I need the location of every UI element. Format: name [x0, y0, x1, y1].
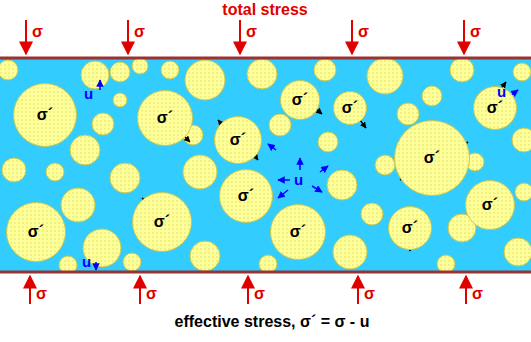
pore-pressure-label: u [84, 86, 93, 101]
effective-stress-label: σ´ [473, 86, 517, 130]
soil-grain: σ´ [333, 91, 367, 125]
total-stress-label: σ [470, 24, 481, 40]
effective-stress-label: σ´ [13, 83, 77, 147]
total-stress-label: σ [134, 24, 145, 40]
effective-stress-label: σ´ [219, 169, 273, 223]
total-stress-label: σ [364, 286, 375, 302]
soil-grain: σ´ [465, 180, 515, 230]
effective-stress-label: σ´ [280, 80, 320, 120]
top-boundary [0, 57, 531, 60]
pore-pressure-label: u [294, 172, 303, 187]
effective-stress-label: σ´ [465, 180, 515, 230]
soil-grains [0, 58, 531, 272]
pore-pressure-label: u [82, 254, 91, 269]
effective-stress-label: σ´ [137, 90, 193, 146]
soil-grain: σ´ [13, 83, 77, 147]
soil-grain: σ´ [214, 116, 262, 164]
total-stress-label: σ [146, 286, 157, 302]
effective-stress-label: σ´ [333, 91, 367, 125]
soil-grain: σ´ [270, 204, 326, 260]
pore-pressure-arrows [96, 80, 518, 270]
effective-stress-label: σ´ [394, 120, 470, 196]
total-stress-label: σ [358, 24, 369, 40]
soil-grain: σ´ [394, 120, 470, 196]
soil-grain: σ´ [388, 206, 432, 250]
total-stress-label: σ [254, 286, 265, 302]
contact-force-arrows [35, 82, 506, 260]
pore-pressure-label: u [497, 84, 506, 99]
effective-stress-label: σ´ [388, 206, 432, 250]
soil-grain: σ´ [132, 192, 192, 252]
title: total stress [222, 2, 307, 18]
bottom-boundary [0, 271, 531, 274]
effective-stress-label: σ´ [270, 204, 326, 260]
soil-grain: σ´ [6, 202, 66, 262]
total-stress-label: σ [32, 24, 43, 40]
effective-stress-label: σ´ [6, 202, 66, 262]
soil-grain: σ´ [219, 169, 273, 223]
effective-stress-label: σ´ [132, 192, 192, 252]
pore-water [0, 58, 531, 272]
soil-grain: σ´ [280, 80, 320, 120]
soil-grain: σ´ [473, 86, 517, 130]
total-stress-label: σ [472, 286, 483, 302]
soil-grain: σ´ [137, 90, 193, 146]
caption: effective stress, σ´ = σ - u [175, 314, 370, 330]
total-stress-label: σ [246, 24, 257, 40]
total-stress-label: σ [36, 286, 47, 302]
effective-stress-label: σ´ [214, 116, 262, 164]
